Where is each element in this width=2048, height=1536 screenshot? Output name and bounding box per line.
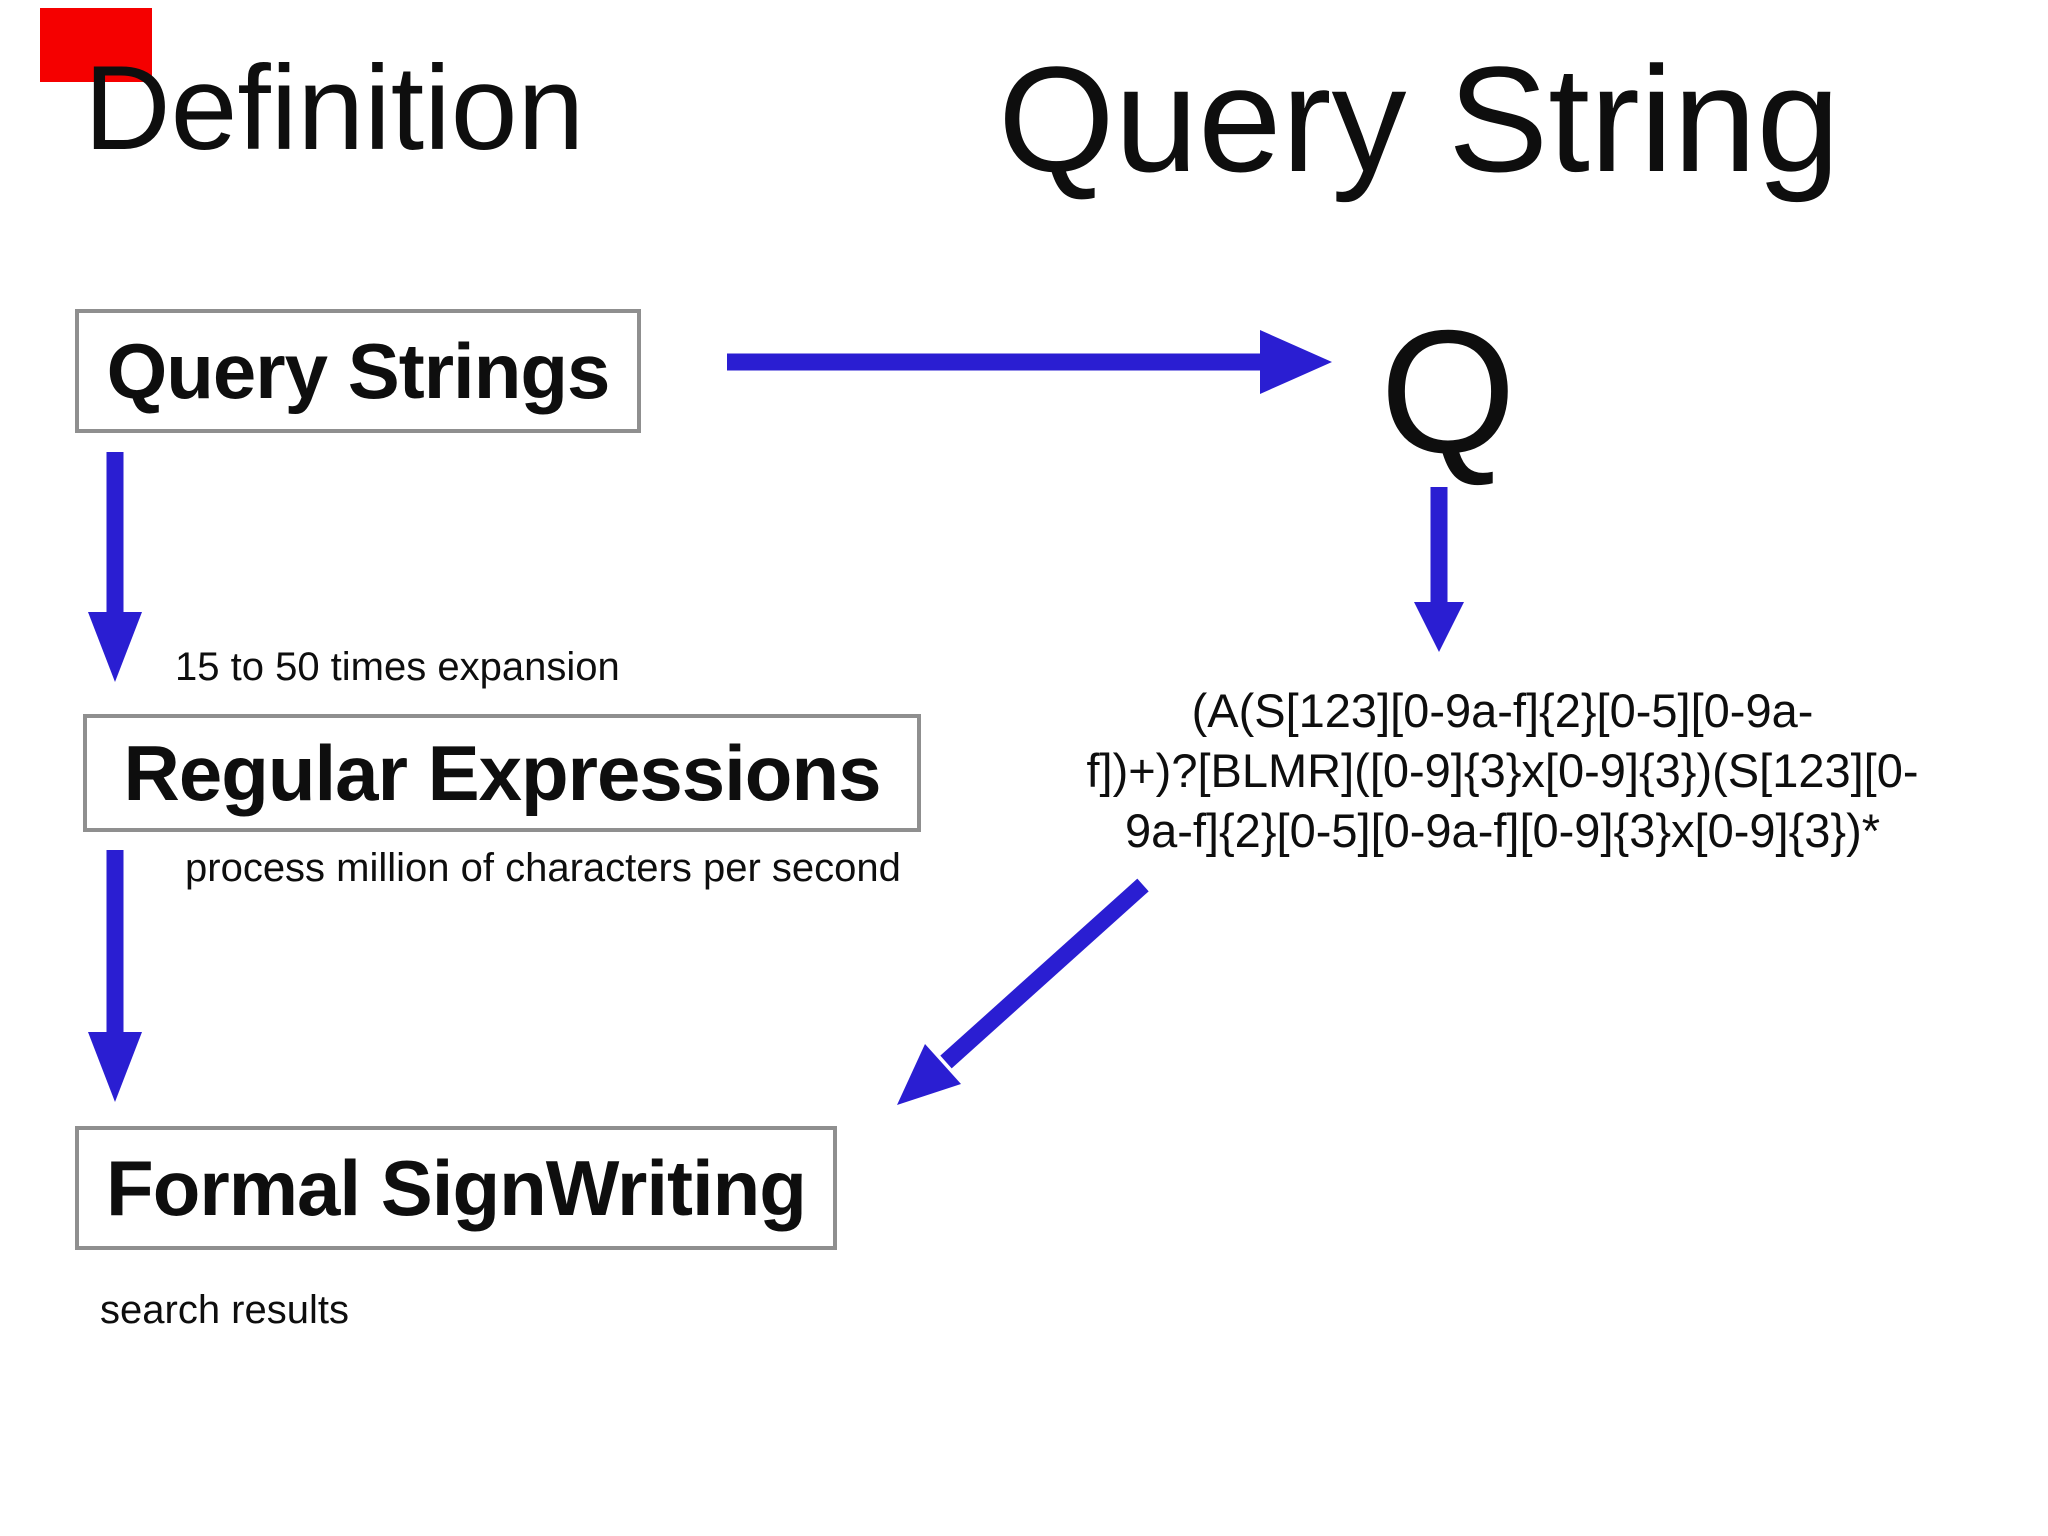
arrow-regex-to-formal-signwriting xyxy=(897,878,1149,1105)
regex-line-2: f])+)?[BLMR]([0-9]{3}x[0-9]{3})(S[123][0… xyxy=(1086,744,1919,798)
box-formal-signwriting-label: Formal SignWriting xyxy=(106,1143,807,1232)
regex-line-3: 9a-f]{2}[0-5][0-9a-f][0-9]{3}x[0-9]{3})* xyxy=(1124,804,1881,858)
slide-title-definition: Definition xyxy=(84,41,585,175)
box-regular-expressions: Regular Expressions xyxy=(83,714,921,832)
arrow-head-right-icon xyxy=(1260,330,1332,394)
regex-line-1: (A(S[123][0-9a-f]{2}[0-5][0-9a- xyxy=(1191,684,1814,737)
arrow-head-down-left-icon xyxy=(897,1044,961,1105)
box-query-strings: Query Strings xyxy=(75,309,641,433)
annotation-search-results: search results xyxy=(100,1288,349,1332)
regex-string-block: (A(S[123][0-9a-f]{2}[0-5][0-9a- f])+)?[B… xyxy=(1020,681,1985,861)
query-symbol-q: Q xyxy=(1380,295,1517,490)
annotation-expansion: 15 to 50 times expansion xyxy=(175,645,620,689)
arrow-stem xyxy=(940,878,1149,1069)
arrow-q-to-regex xyxy=(1414,487,1464,652)
arrow-head-down-icon xyxy=(1414,602,1464,652)
arrow-regular-expressions-to-formal-signwriting xyxy=(88,850,142,1102)
arrow-head-down-icon xyxy=(88,1032,142,1102)
arrow-query-strings-to-q xyxy=(727,330,1332,394)
arrow-head-down-icon xyxy=(88,612,142,682)
box-formal-signwriting: Formal SignWriting xyxy=(75,1126,837,1250)
box-regular-expressions-label: Regular Expressions xyxy=(123,728,882,817)
slide-title-query-string: Query String xyxy=(998,35,1840,203)
annotation-process-speed: process million of characters per second xyxy=(185,846,901,890)
red-marker-rectangle xyxy=(40,8,152,82)
arrow-query-strings-to-regular-expressions xyxy=(88,452,142,682)
box-query-strings-label: Query Strings xyxy=(106,326,611,415)
